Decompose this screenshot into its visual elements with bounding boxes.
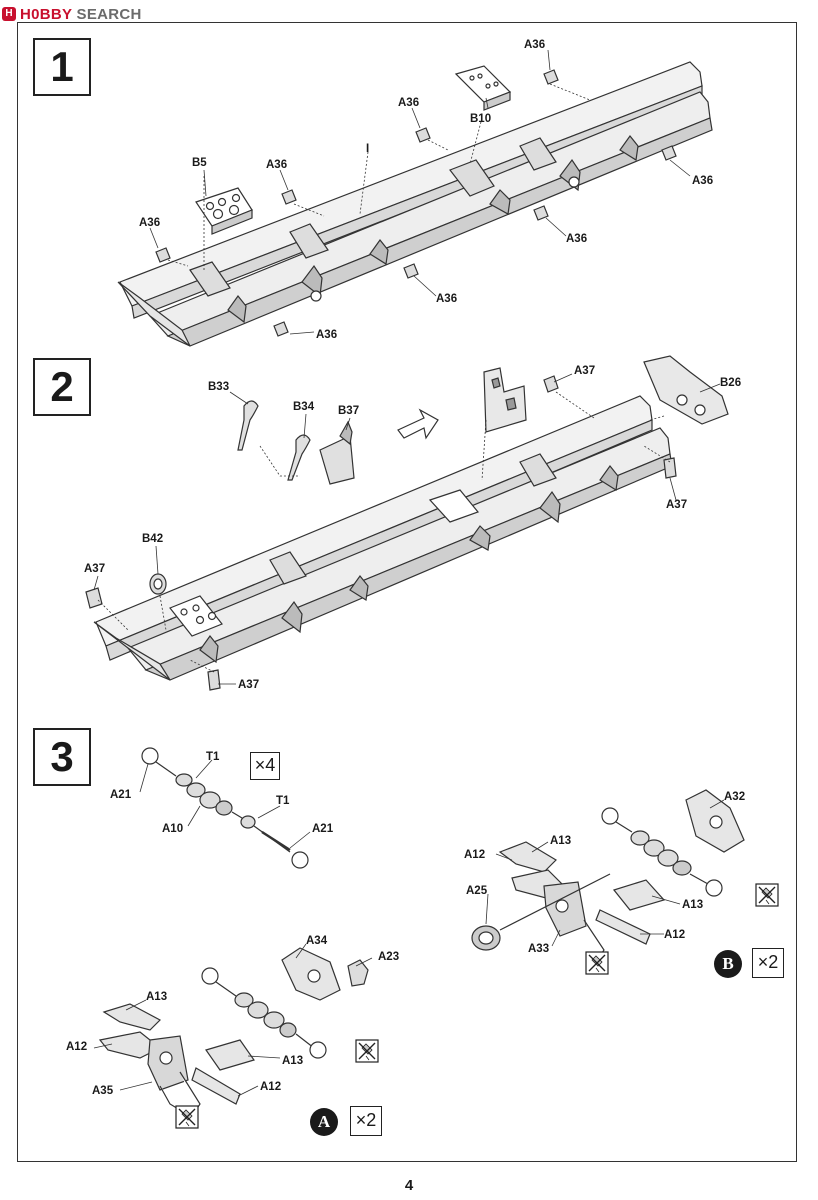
logo-mark-icon: H bbox=[2, 7, 16, 21]
subassembly-b-lines bbox=[485, 799, 725, 947]
step-2-number: 2 bbox=[33, 358, 91, 416]
label-a-a23: A23 bbox=[378, 951, 399, 963]
label-a21-a: A21 bbox=[110, 789, 132, 801]
step1-leaders bbox=[167, 83, 591, 272]
label-b-a12: A12 bbox=[464, 849, 485, 861]
label-a37-bottom: A37 bbox=[238, 679, 259, 691]
step1-chassis bbox=[117, 61, 713, 347]
subassembly-b-drawing bbox=[471, 789, 745, 957]
label-b-a13: A13 bbox=[550, 835, 571, 847]
step3-shaft-lines bbox=[139, 759, 311, 849]
hobbysearch-logo: H H0BBY SEARCH bbox=[2, 4, 142, 24]
label-a-a13: A13 bbox=[146, 991, 167, 1003]
no-glue-icon bbox=[755, 883, 779, 907]
label-a-a12-bottom: A12 bbox=[260, 1081, 281, 1093]
label-a-a12-left: A12 bbox=[66, 1041, 87, 1053]
label-a36-mid: A36 bbox=[398, 97, 419, 109]
label-b-a25: A25 bbox=[466, 885, 488, 897]
label-a36-center: A36 bbox=[436, 293, 457, 305]
logo-brand: H0BBY bbox=[20, 5, 73, 23]
no-glue-icon bbox=[175, 1105, 199, 1129]
subassembly-a-drawing bbox=[98, 947, 369, 1111]
no-glue-icon bbox=[585, 951, 609, 975]
label-t1-a: T1 bbox=[206, 751, 220, 763]
label-i: I bbox=[366, 143, 369, 155]
label-a37-right: A37 bbox=[666, 499, 687, 511]
subassembly-b-badge: B bbox=[714, 950, 742, 978]
label-a37-left: A37 bbox=[84, 563, 105, 575]
logo-text: H0BBY SEARCH bbox=[20, 6, 142, 23]
label-b5: B5 bbox=[192, 157, 207, 169]
label-b-a32: A32 bbox=[724, 791, 745, 803]
subassembly-b-qty: ×2 bbox=[752, 948, 784, 978]
subassembly-a-lines bbox=[93, 943, 373, 1097]
label-b34: B34 bbox=[293, 401, 315, 413]
label-b-a33: A33 bbox=[528, 943, 549, 955]
step2-chassis bbox=[85, 355, 729, 691]
instruction-frame bbox=[17, 22, 797, 1162]
step2-leaders bbox=[97, 391, 671, 673]
label-a36-right: A36 bbox=[692, 175, 713, 187]
step3-drive-shaft bbox=[141, 747, 309, 869]
label-b-a12-right: A12 bbox=[664, 929, 685, 941]
label-b33: B33 bbox=[208, 381, 229, 393]
subassembly-a-qty: ×2 bbox=[350, 1106, 382, 1136]
subassembly-a-badge: A bbox=[310, 1108, 338, 1136]
qty-shaft: ×4 bbox=[250, 752, 280, 780]
label-b-a13-right: A13 bbox=[682, 899, 703, 911]
step-1-number: 1 bbox=[33, 38, 91, 96]
label-b26: B26 bbox=[720, 377, 741, 389]
label-b10: B10 bbox=[470, 113, 491, 125]
logo-word: SEARCH bbox=[76, 5, 142, 23]
label-a21-b: A21 bbox=[312, 823, 334, 835]
page-number: 4 bbox=[404, 1177, 414, 1194]
label-b42: B42 bbox=[142, 533, 163, 545]
step2-label-lines bbox=[93, 373, 721, 685]
no-glue-icon bbox=[355, 1039, 379, 1063]
label-a-a34: A34 bbox=[306, 935, 328, 947]
label-a36-left: A36 bbox=[139, 217, 160, 229]
label-a36-top: A36 bbox=[524, 39, 545, 51]
label-a-a35: A35 bbox=[92, 1085, 114, 1097]
label-a10: A10 bbox=[162, 823, 183, 835]
label-a-a13-right: A13 bbox=[282, 1055, 303, 1067]
step-3-number: 3 bbox=[33, 728, 91, 786]
label-a36-left-mid: A36 bbox=[266, 159, 287, 171]
label-b37: B37 bbox=[338, 405, 359, 417]
label-a37-top: A37 bbox=[574, 365, 595, 377]
label-a36-right2: A36 bbox=[566, 233, 587, 245]
step1-label-lines bbox=[149, 49, 691, 335]
label-a36-bottom: A36 bbox=[316, 329, 337, 341]
label-t1-b: T1 bbox=[276, 795, 290, 807]
